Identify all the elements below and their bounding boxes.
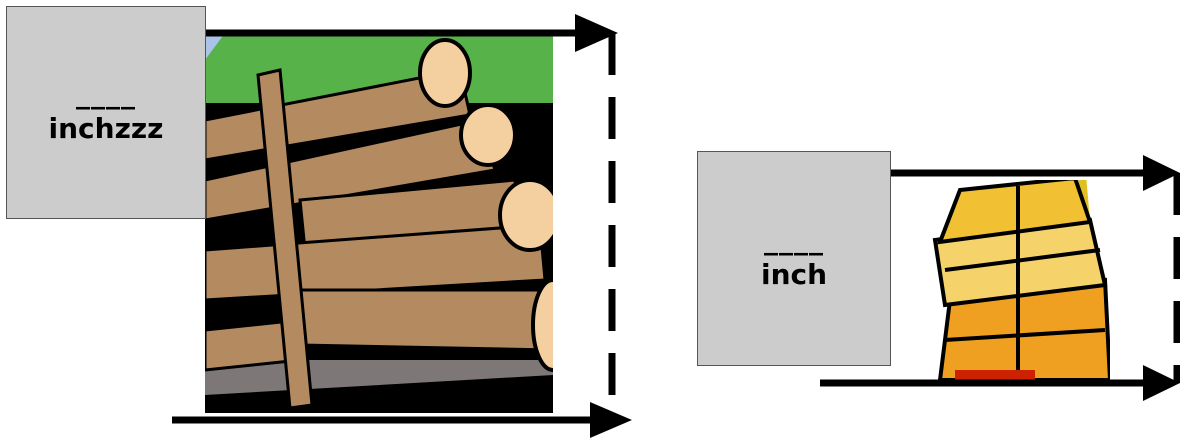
measurement-label-box: ____ inchzzz bbox=[6, 6, 206, 219]
answer-blank: ____ bbox=[76, 80, 136, 108]
measurement-label-box: ____ inch bbox=[697, 151, 891, 366]
unit-label: inchzzz bbox=[49, 112, 164, 145]
answer-blank: ____ bbox=[764, 226, 824, 254]
log-pile-icon bbox=[205, 33, 573, 413]
unit-label: inch bbox=[761, 258, 827, 291]
gift-box-icon bbox=[935, 175, 1110, 380]
